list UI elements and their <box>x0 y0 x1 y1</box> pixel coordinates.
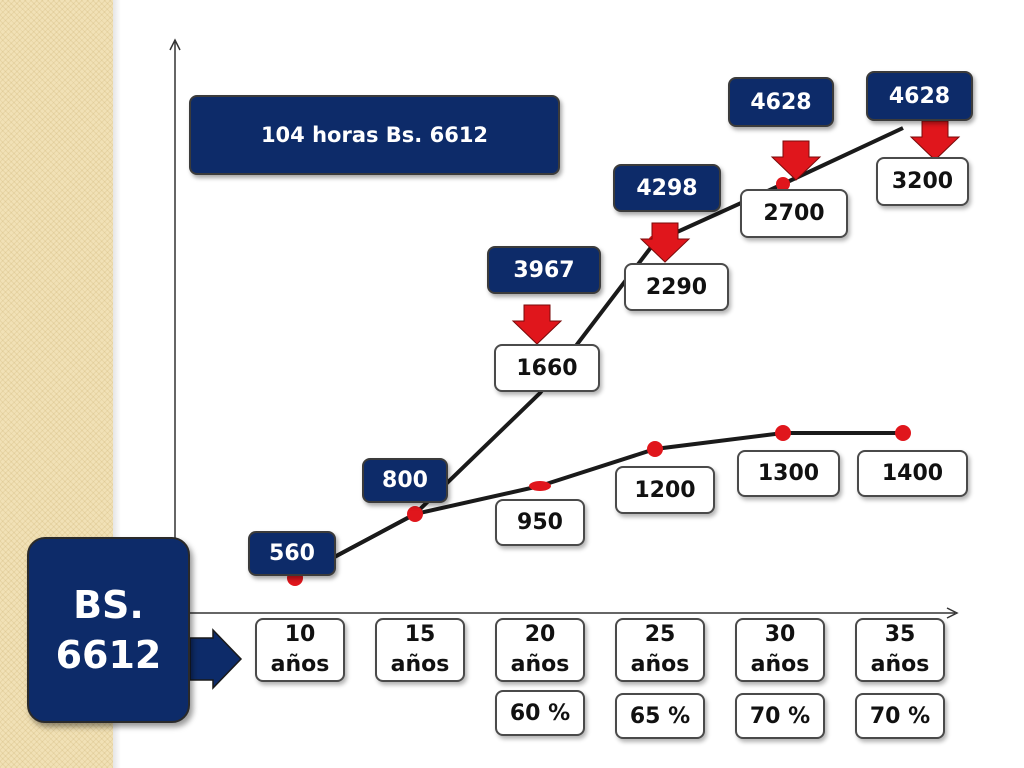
category-number: 30 <box>764 622 796 647</box>
x-axis-arrowhead <box>946 607 959 619</box>
category-label-25: 25 años <box>615 618 705 682</box>
category-label-35: 35 años <box>855 618 945 682</box>
decorative-side-strip <box>0 0 113 768</box>
down-arrow-icon <box>511 304 563 345</box>
total-amount-box: BS. 6612 <box>27 537 190 723</box>
category-label-20: 20 años <box>495 618 585 682</box>
down-arrow-icon <box>639 222 691 263</box>
lower-series-point <box>647 441 663 457</box>
category-unit: años <box>270 652 330 677</box>
upper-series-point <box>776 177 790 191</box>
lower-series-label-35: 1400 <box>857 450 968 497</box>
total-amount-line1: BS. <box>73 583 144 627</box>
category-number: 20 <box>524 622 556 647</box>
side-strip-shadow <box>113 0 121 768</box>
category-unit: años <box>510 652 570 677</box>
upper-series-label-25: 2290 <box>624 263 729 311</box>
right-arrow-icon <box>189 628 243 690</box>
upper-target-label-35: 4628 <box>866 71 973 121</box>
lower-series-label-25: 1200 <box>615 466 715 514</box>
category-number: 25 <box>644 622 676 647</box>
y-axis-arrowhead <box>169 38 181 51</box>
total-amount-line2: 6612 <box>55 633 162 677</box>
lower-series-point <box>775 425 791 441</box>
lower-series-point <box>529 481 551 491</box>
lower-series-label-20: 950 <box>495 499 585 546</box>
upper-series-label-30: 2700 <box>740 189 848 238</box>
percent-label-30: 70 % <box>735 693 825 739</box>
percent-label-35: 70 % <box>855 693 945 739</box>
category-number: 10 <box>284 622 316 647</box>
category-unit: años <box>750 652 810 677</box>
down-arrow-icon <box>770 140 822 181</box>
lower-series-label-15: 800 <box>362 458 448 503</box>
category-unit: años <box>390 652 450 677</box>
headline-box: 104 horas Bs. 6612 <box>189 95 560 175</box>
lower-series-label-30: 1300 <box>737 450 840 497</box>
category-unit: años <box>630 652 690 677</box>
category-unit: años <box>870 652 930 677</box>
lower-series-point <box>895 425 911 441</box>
lower-series-line <box>294 431 903 580</box>
category-number: 15 <box>404 622 436 647</box>
category-label-15: 15 años <box>375 618 465 682</box>
percent-label-25: 65 % <box>615 693 705 739</box>
percent-label-20: 60 % <box>495 690 585 736</box>
upper-series-label-35: 3200 <box>876 157 969 206</box>
lower-series-point <box>407 506 423 522</box>
category-number: 35 <box>884 622 916 647</box>
upper-target-label-30: 4628 <box>728 77 834 127</box>
down-arrow-icon <box>909 120 961 161</box>
category-label-10: 10 años <box>255 618 345 682</box>
upper-target-label-20: 3967 <box>487 246 601 294</box>
category-label-30: 30 años <box>735 618 825 682</box>
upper-series-label-20: 1660 <box>494 344 600 392</box>
upper-target-label-25: 4298 <box>613 164 721 212</box>
lower-series-label-10: 560 <box>248 531 336 576</box>
